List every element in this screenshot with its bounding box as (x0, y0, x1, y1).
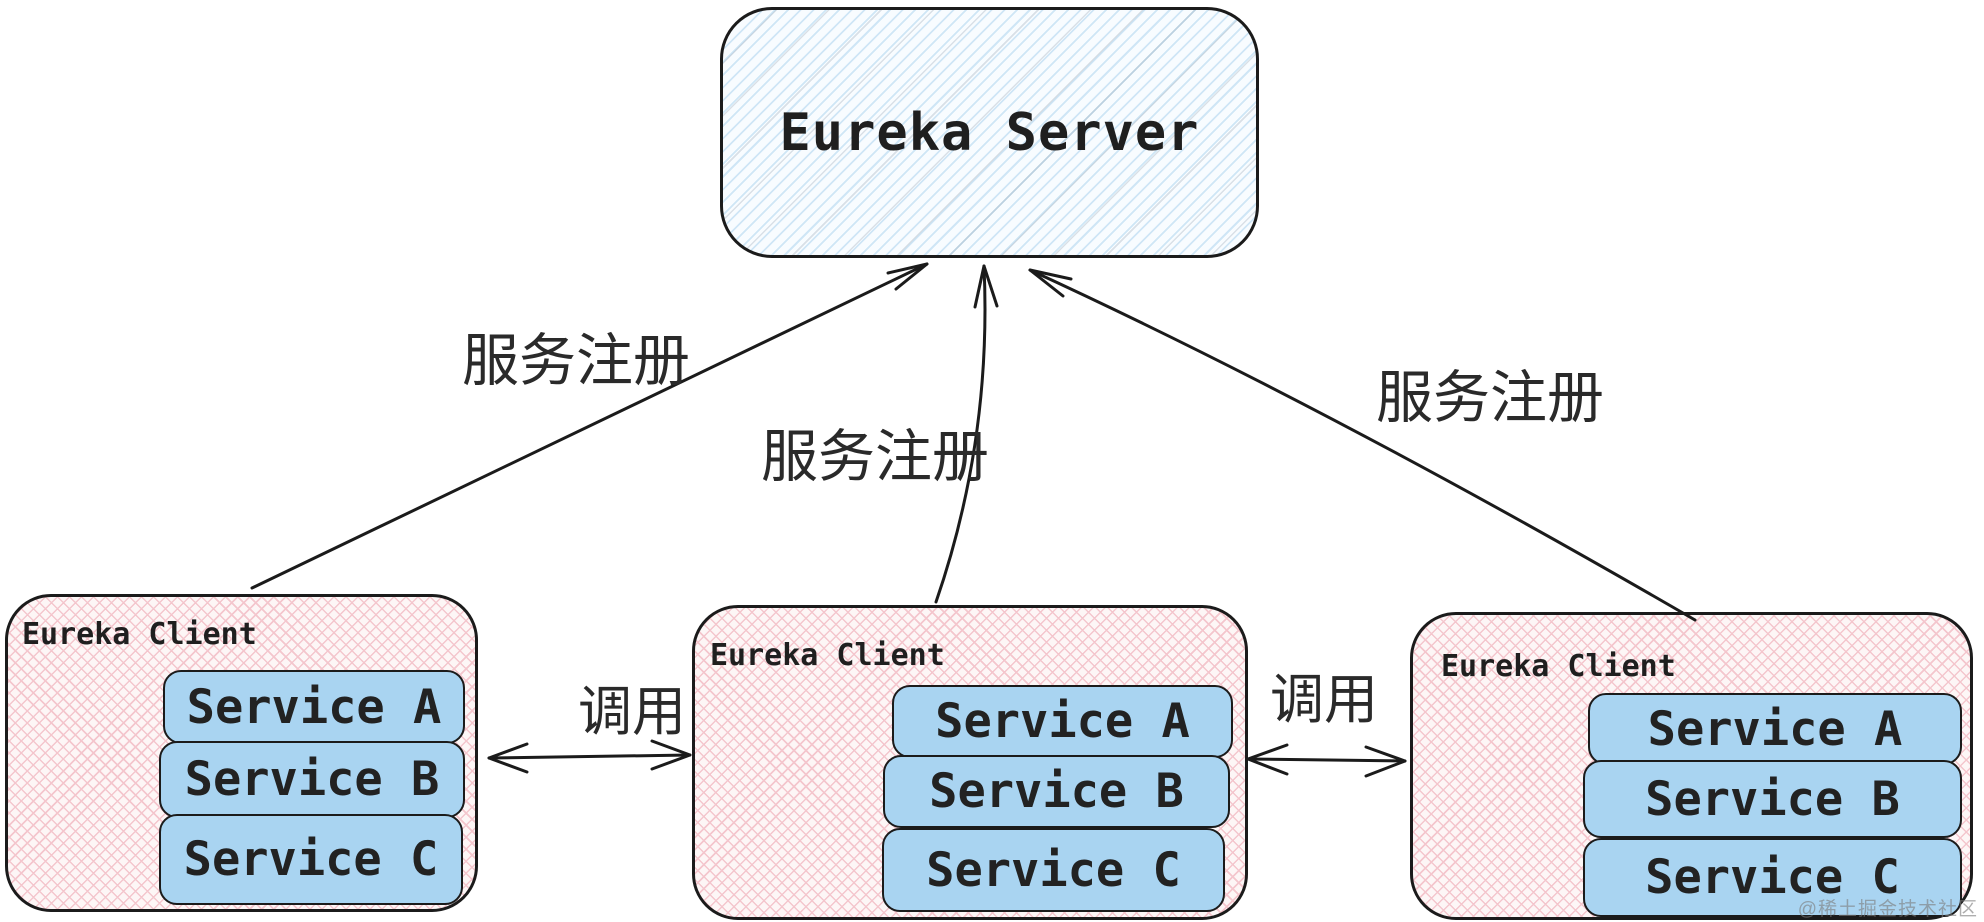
client-title: Eureka Client (22, 617, 257, 652)
service-label: Service B (929, 764, 1184, 819)
register-arrow-3 (1028, 268, 1697, 622)
service-box: Service A (1588, 693, 1962, 765)
service-label: Service A (1647, 701, 1903, 757)
service-box: Service B (1583, 760, 1962, 838)
service-label: Service A (935, 694, 1190, 749)
register-label-3: 服务注册 (1376, 366, 1604, 430)
service-label: Service C (183, 832, 439, 887)
service-box: Service B (159, 741, 465, 818)
watermark: @稀土掘金技术社区 (1797, 899, 1978, 920)
service-label: Service C (1645, 850, 1900, 905)
register-label-1: 服务注册 (462, 329, 690, 393)
service-box: Service C (159, 814, 463, 905)
client-title: Eureka Client (710, 638, 945, 673)
invoke-label-2: 调用 (1270, 670, 1378, 730)
register-label-2: 服务注册 (761, 425, 989, 489)
service-label: Service B (184, 752, 440, 807)
client-title: Eureka Client (1441, 649, 1676, 684)
service-box: Service A (892, 685, 1233, 758)
invoke-arrow-2 (1246, 743, 1407, 778)
service-label: Service C (926, 842, 1181, 898)
service-label: Service B (1645, 771, 1900, 827)
server-title: Eureka Server (779, 102, 1200, 163)
service-box: Service B (883, 755, 1230, 828)
service-box: Service C (1583, 838, 1962, 917)
service-label: Service A (186, 679, 442, 735)
invoke-label-1: 调用 (578, 682, 686, 742)
invoke-arrow-1 (487, 739, 692, 774)
service-box: Service A (163, 670, 465, 744)
eureka-server-box: Eureka Server (720, 7, 1259, 258)
service-box: Service C (882, 828, 1225, 912)
